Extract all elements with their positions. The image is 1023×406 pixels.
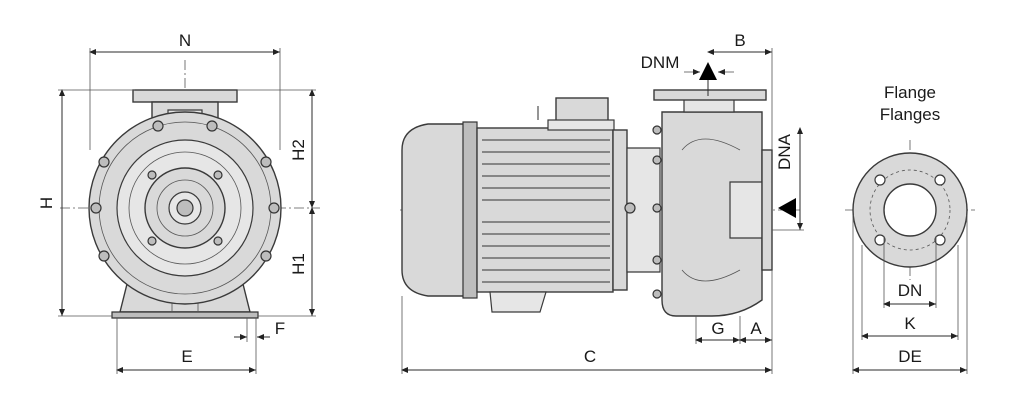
motor-end-ring — [462, 121, 478, 299]
outlet-flow-arrow — [699, 62, 717, 80]
dim-DNA-label: DNA — [775, 133, 794, 170]
side-view: DNM B DNA G A C — [400, 31, 804, 374]
outlet-flange — [653, 89, 767, 101]
motor-foot — [489, 291, 547, 313]
terminal-box-base — [547, 119, 615, 131]
flange-bolt-holes — [874, 174, 946, 246]
dim-E-label: E — [181, 347, 192, 366]
dim-DN-label: DN — [898, 281, 923, 300]
motor-cooling-fins — [482, 139, 610, 283]
dim-B-label: B — [734, 31, 745, 50]
pump-casing — [661, 111, 763, 317]
dim-DNM-label: DNM — [641, 53, 680, 72]
front-base-plate — [111, 311, 259, 319]
dim-C-label: C — [584, 347, 596, 366]
inlet-neck — [729, 181, 763, 239]
bracket-bolts — [624, 125, 662, 299]
front-view: N H H2 H1 E F — [37, 31, 320, 374]
dim-DE-label: DE — [898, 347, 922, 366]
dim-F-label: F — [275, 319, 285, 338]
dim-H1-label: H1 — [289, 253, 308, 275]
inlet-flange — [761, 149, 773, 271]
motor-body — [476, 127, 614, 293]
dim-K-label: K — [904, 314, 916, 333]
front-outlet-flange — [132, 89, 238, 103]
dim-H-label: H — [37, 197, 56, 209]
flange-title-line1: Flange — [884, 83, 936, 102]
flange-view: Flange Flanges DN K DE — [845, 83, 975, 374]
front-casing-bolts — [90, 120, 280, 262]
front-shaft — [176, 199, 194, 217]
inlet-flow-arrow — [778, 198, 796, 218]
dim-H2-label: H2 — [289, 139, 308, 161]
dim-G-label: G — [711, 319, 724, 338]
dim-N-label: N — [179, 31, 191, 50]
flange-bore — [883, 183, 937, 237]
dim-A-label: A — [750, 319, 762, 338]
bracket — [626, 147, 661, 273]
flange-title-line2: Flanges — [880, 105, 940, 124]
